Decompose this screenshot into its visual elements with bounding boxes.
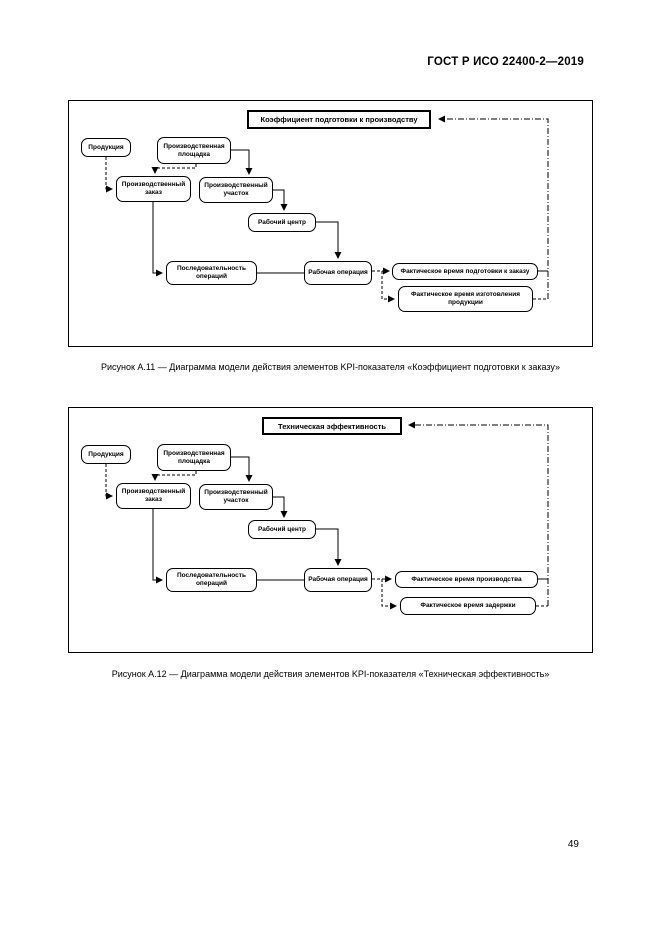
- node-site: Производственная площадка: [157, 137, 231, 164]
- node-time-delay: Фактическое время задержки: [400, 597, 536, 615]
- node-time-production: Фактическое время изготовления продукции: [398, 286, 533, 312]
- node-time-production: Фактическое время производства: [395, 571, 538, 588]
- diagram-a12-frame: Техническая эффективность Продукция Прои…: [68, 407, 593, 653]
- page-number: 49: [567, 839, 579, 850]
- figure-a12-caption: Рисунок А.12 — Диаграмма модели действия…: [111, 669, 550, 679]
- kpi-title-box: Техническая эффективность: [262, 417, 402, 435]
- node-product: Продукция: [81, 138, 131, 157]
- node-work-center: Рабочий центр: [248, 520, 316, 539]
- node-product: Продукция: [81, 445, 131, 464]
- node-order: Производственный заказ: [116, 176, 191, 202]
- node-operation: Рабочая операция: [304, 261, 372, 285]
- diagram-a11-connectors: [105, 115, 549, 303]
- node-sequence: Последовательность операций: [166, 568, 257, 592]
- node-work-unit: Производственный участок: [199, 484, 273, 510]
- node-operation: Рабочая операция: [304, 568, 372, 592]
- node-sequence: Последовательность операций: [166, 261, 257, 285]
- kpi-title-box: Коэффициент подготовки к производству: [247, 110, 431, 129]
- document-header: ГОСТ Р ИСО 22400-2—2019: [427, 56, 584, 68]
- node-site: Производственная площадка: [157, 444, 231, 471]
- node-time-setup: Фактическое время подготовки к заказу: [392, 263, 538, 280]
- diagram-a11-frame: Коэффициент подготовки к производству Пр…: [68, 100, 593, 347]
- node-work-unit: Производственный участок: [199, 177, 273, 203]
- diagram-a12-connectors: [105, 421, 549, 610]
- figure-a11-caption: Рисунок А.11 — Диаграмма модели действия…: [100, 362, 561, 372]
- node-work-center: Рабочий центр: [248, 213, 316, 232]
- node-order: Производственный заказ: [116, 483, 191, 509]
